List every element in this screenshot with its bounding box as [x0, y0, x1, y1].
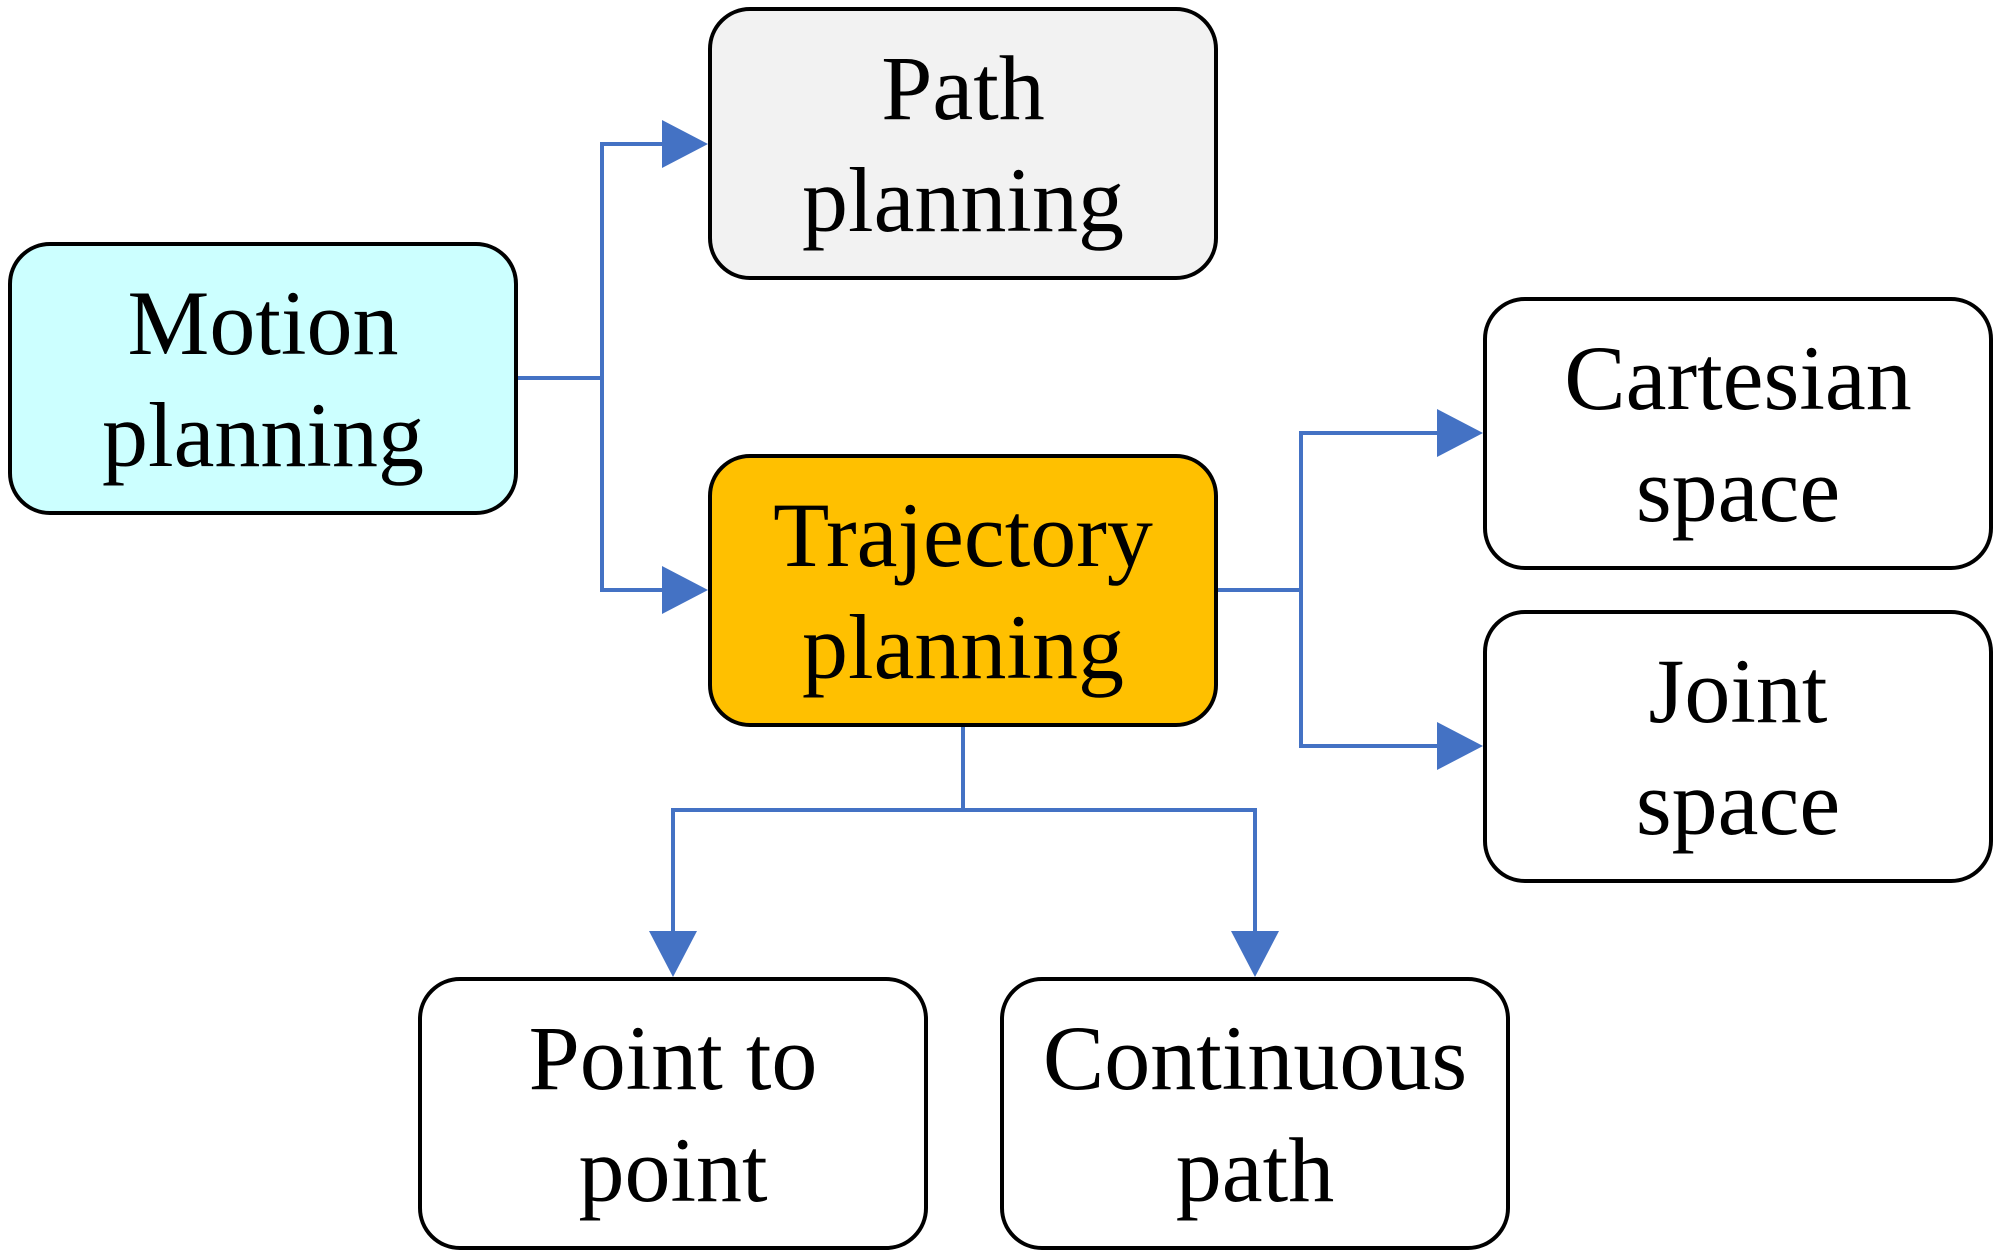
- continuous-path-label-line-1: Continuous: [1042, 1006, 1468, 1109]
- trajectory-planning-label-line-2: planning: [802, 595, 1124, 698]
- connector-trajectory-to-continuous-path-arrowhead-icon: [1231, 931, 1279, 977]
- connector-trajectory-to-cartesian: [1218, 431, 1440, 592]
- cartesian-space-label-line-2: space: [1635, 438, 1841, 541]
- joint-space-node: Joint space: [1483, 610, 1993, 883]
- connector-trajectory-to-point-to-point: [671, 727, 965, 934]
- connector-motion-to-path-arrowhead-icon: [662, 120, 708, 168]
- connector-trajectory-to-point-to-point-arrowhead-icon: [649, 931, 697, 977]
- joint-space-label-line-2: space: [1635, 751, 1841, 854]
- path-planning-label-line-1: Path: [881, 36, 1045, 139]
- continuous-path-label-line-2: path: [1175, 1118, 1335, 1221]
- joint-space-label-line-1: Joint: [1648, 639, 1828, 742]
- connector-motion-to-trajectory-arrowhead-icon: [662, 566, 708, 614]
- point-to-point-node: Point to point: [418, 977, 928, 1250]
- cartesian-space-label-line-1: Cartesian: [1564, 326, 1912, 429]
- connector-trajectory-to-joint: [1299, 590, 1440, 748]
- point-to-point-label-line-1: Point to: [528, 1006, 818, 1109]
- continuous-path-node: Continuous path: [1000, 977, 1510, 1250]
- motion-planning-label-line-2: planning: [102, 383, 424, 486]
- connector-trajectory-to-cartesian-arrowhead-icon: [1437, 409, 1483, 457]
- motion-planning-node: Motion planning: [8, 242, 518, 515]
- path-planning-node: Path planning: [708, 7, 1218, 280]
- connector-trajectory-to-continuous-path: [963, 808, 1257, 934]
- connector-trajectory-to-joint-arrowhead-icon: [1437, 722, 1483, 770]
- path-planning-label-line-2: planning: [802, 148, 1124, 251]
- motion-planning-label-line-1: Motion: [127, 271, 399, 374]
- cartesian-space-node: Cartesian space: [1483, 297, 1993, 570]
- connector-motion-to-trajectory: [600, 378, 665, 592]
- trajectory-planning-node: Trajectory planning: [708, 454, 1218, 727]
- point-to-point-label-line-2: point: [578, 1118, 768, 1221]
- trajectory-planning-label-line-1: Trajectory: [773, 483, 1153, 586]
- connector-motion-to-path: [518, 142, 665, 380]
